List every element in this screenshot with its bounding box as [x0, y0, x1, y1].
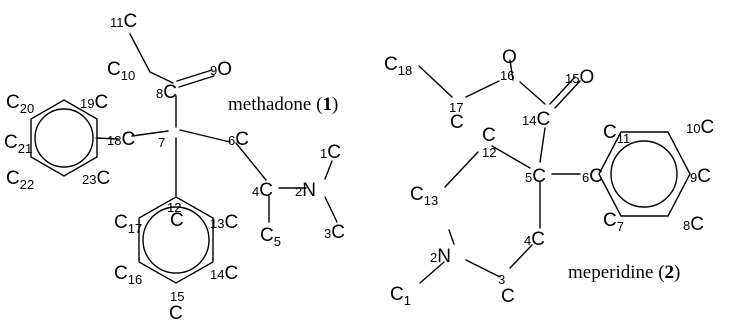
- meperidine-phenyl-ring: [598, 131, 691, 217]
- atom-c15: 15: [170, 289, 184, 304]
- bond: [549, 76, 576, 105]
- bond: [509, 59, 514, 81]
- atom-c17: 17: [449, 100, 463, 115]
- bond: [149, 71, 174, 84]
- atom-c12-symbol: C: [482, 125, 496, 146]
- atom-c3-symbol: C: [501, 286, 515, 307]
- bond: [179, 129, 231, 143]
- atom-c12-symbol: C: [170, 210, 184, 231]
- bond: [176, 69, 213, 82]
- atom-n2: 2N: [430, 246, 451, 267]
- atom-c22: C22: [6, 168, 34, 192]
- bond: [465, 80, 500, 98]
- atom-c16: C16: [114, 263, 142, 287]
- atom-c5: C5: [260, 225, 281, 249]
- atom-o16-num: 16: [500, 68, 514, 83]
- atom-c13: C13: [410, 184, 438, 208]
- methadone-phenyl-ring-b: [138, 196, 214, 284]
- meperidine-structure: C18 17 C O 16 15O 14C C 12 5C C13 2N C1 …: [384, 47, 714, 308]
- atom-c5: 5C: [525, 166, 546, 187]
- aromatic-circle: [34, 108, 94, 168]
- atom-c18: 18C: [107, 129, 135, 150]
- meperidine-atom-labels: C18 17 C O 16 15O 14C C 12 5C C13 2N C1 …: [384, 47, 714, 308]
- meperidine-bonds: [418, 59, 581, 284]
- atom-c11: C11: [603, 122, 630, 146]
- bond: [235, 142, 267, 181]
- atom-c17-symbol: C: [450, 112, 464, 133]
- atom-c3: 3C: [324, 222, 345, 243]
- atom-c17: C17: [114, 212, 142, 236]
- atom-c9: 9C: [690, 166, 711, 187]
- bond: [419, 261, 445, 284]
- atom-c11: 11C: [110, 11, 137, 32]
- atom-c21: C21: [4, 132, 32, 156]
- atom-c14: 14C: [522, 109, 550, 130]
- bond: [131, 130, 169, 137]
- atom-c14: 14C: [210, 263, 238, 284]
- atom-o16: O: [502, 47, 517, 68]
- hexagon: [138, 196, 214, 284]
- atom-c10: C10: [107, 59, 135, 83]
- bond: [444, 151, 479, 188]
- bond: [129, 33, 151, 73]
- atom-c12: 12: [482, 145, 496, 160]
- atom-c7: 7: [158, 135, 165, 150]
- atom-c8: 8C: [683, 214, 704, 235]
- atom-c10: 10C: [686, 117, 714, 138]
- bond: [95, 137, 119, 140]
- bond: [324, 160, 333, 180]
- bond: [554, 80, 581, 109]
- atom-c1: C1: [390, 284, 411, 308]
- meperidine-caption: meperidine (2): [568, 262, 680, 283]
- methadone-bonds: [95, 33, 338, 223]
- bond: [539, 127, 546, 163]
- methadone-caption: methadone (1): [228, 94, 338, 115]
- methadone-phenyl-ring-a: [30, 99, 98, 177]
- atom-n2: 2N: [295, 180, 316, 201]
- methadone-atom-labels: 11C C10 9O 8C 7 6C 4C 2N 1C 3C C5 18C 19…: [4, 11, 345, 323]
- bond: [465, 259, 501, 278]
- hexagon: [598, 131, 691, 217]
- atom-c13: 13C: [210, 212, 238, 233]
- atom-c8: 8C: [156, 82, 177, 103]
- atom-c6: 6C: [582, 166, 603, 187]
- bond: [448, 229, 455, 245]
- atom-c12: 12: [167, 200, 181, 215]
- methadone-structure: 11C C10 9O 8C 7 6C 4C 2N 1C 3C C5 18C 19…: [4, 11, 345, 323]
- bond: [178, 75, 215, 88]
- aromatic-circle: [142, 206, 210, 274]
- bond: [519, 81, 546, 105]
- atom-c18: C18: [384, 54, 412, 78]
- atom-c15-symbol: C: [169, 303, 183, 323]
- atom-c7: C7: [603, 210, 624, 234]
- atom-c4: 4C: [252, 180, 273, 201]
- atom-o9: 9O: [210, 59, 232, 80]
- hexagon: [30, 99, 98, 177]
- bond: [418, 65, 453, 98]
- atom-c6: 6C: [228, 129, 249, 150]
- atom-c19: 19C: [80, 92, 108, 113]
- atom-c20: C20: [6, 92, 34, 116]
- atom-c23: 23C: [82, 168, 110, 189]
- atom-c3: 3: [498, 272, 505, 287]
- bond: [491, 145, 531, 169]
- atom-c1: 1C: [320, 142, 341, 163]
- atom-c4: 4C: [524, 229, 545, 250]
- aromatic-circle: [610, 140, 678, 208]
- atom-o15: 15O: [565, 67, 594, 88]
- bond: [509, 244, 533, 269]
- bond: [324, 196, 338, 223]
